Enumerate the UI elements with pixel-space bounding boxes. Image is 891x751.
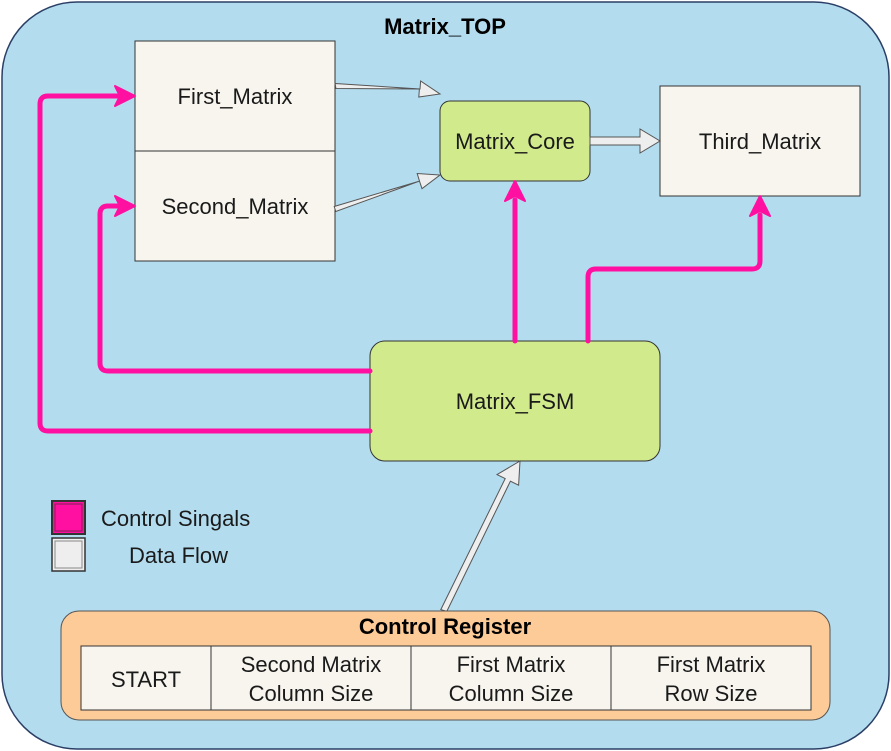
control-arrowhead-core [504, 180, 526, 202]
data-arrow-core-to-third [589, 128, 661, 154]
register-field-second-col-line2: Column Size [249, 681, 374, 706]
control-arrowhead-first [114, 85, 136, 107]
register-field-first-col-line1: First Matrix [457, 652, 566, 677]
control-arrowhead-third [749, 195, 771, 217]
legend-data-swatch [51, 537, 86, 572]
register-field-second-col-line1: Second Matrix [241, 652, 382, 677]
control-arrowhead-second [114, 195, 136, 217]
third-matrix-label: Third_Matrix [699, 129, 821, 154]
legend-data-swatch-inner [54, 540, 83, 569]
register-field-first-row [610, 645, 812, 711]
control-line-fsm-to-first [37, 93, 373, 434]
second-matrix-label: Second_Matrix [162, 194, 309, 219]
legend-control-swatch-inner [54, 503, 83, 532]
register-field-first-col-line2: Column Size [449, 681, 574, 706]
third-matrix-block [659, 85, 861, 197]
register-field-second-col [210, 645, 412, 711]
matrix-core-label: Matrix_Core [455, 129, 575, 154]
legend-data-label: Data Flow [129, 543, 228, 568]
register-field-first-row-line1: First Matrix [657, 652, 766, 677]
legend-control-swatch [51, 500, 86, 535]
control-line-fsm-to-third [585, 212, 763, 344]
matrix-top-title: Matrix_TOP [384, 14, 506, 39]
data-arrow-second-to-core [333, 172, 442, 213]
register-field-first-col [410, 645, 612, 711]
first-matrix-block [134, 40, 336, 152]
register-field-start-label: START [111, 667, 181, 692]
register-field-first-row-line2: Row Size [665, 681, 758, 706]
matrix-fsm-label: Matrix_FSM [456, 389, 575, 414]
second-matrix-block [134, 150, 336, 262]
first-matrix-label: First_Matrix [178, 84, 293, 109]
control-line-fsm-to-second [97, 203, 373, 374]
control-register-title: Control Register [359, 614, 532, 639]
legend-control-label: Control Singals [101, 506, 250, 531]
data-arrow-register-to-fsm [440, 460, 521, 613]
data-arrow-first-to-core [334, 80, 442, 98]
